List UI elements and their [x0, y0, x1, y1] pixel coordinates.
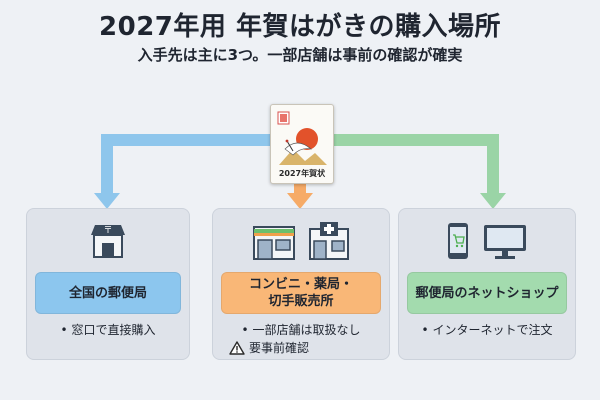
label-shops-line1: コンビニ・薬局・ [248, 277, 353, 292]
label-shops-line2: 切手販売所 [268, 294, 334, 309]
arrow-to-netshop [330, 134, 499, 196]
note-shops: • 一部店舗は取扱なし [241, 323, 361, 337]
svg-text:〒: 〒 [103, 226, 112, 236]
crane-sunrise-icon [277, 111, 327, 165]
smartphone-icon [448, 223, 469, 259]
warning-icon [229, 341, 245, 355]
panel-shops: コンビニ・薬局・ 切手販売所 • 一部店舗は取扱なし 要事前確認 [212, 208, 390, 360]
page-title: 2027年用 年賀はがきの購入場所 [99, 12, 501, 42]
page-subtitle: 入手先は主に3つ。一部店舗は事前の確認が確実 [137, 46, 463, 64]
panel-netshop: 郵便局のネットショップ • インターネットで注文 [398, 208, 576, 360]
note-netshop: • インターネットで注文 [421, 323, 553, 337]
post-office-icon: 〒 [91, 225, 125, 258]
label-shops: コンビニ・薬局・ 切手販売所 [221, 272, 381, 314]
new-year-postcard: 2027年賀状 [270, 104, 334, 184]
convenience-store-icon [253, 226, 296, 260]
desktop-monitor-icon [483, 225, 526, 259]
arrow-to-post-office [101, 134, 272, 196]
pharmacy-icon [308, 222, 349, 260]
postcard-label: 2027年賀状 [278, 169, 326, 178]
arrow-head-netshop [480, 193, 506, 209]
label-netshop: 郵便局のネットショップ [407, 272, 567, 314]
arrow-head-post-office [94, 193, 120, 209]
warning-line: 要事前確認 [229, 339, 309, 357]
label-post-office: 全国の郵便局 [35, 272, 181, 314]
warning-text: 要事前確認 [249, 341, 310, 355]
panel-post-office: 〒 全国の郵便局 • 窓口で直接購入 [26, 208, 190, 360]
arrow-head-shops [287, 193, 313, 209]
note-post-office: • 窓口で直接購入 [60, 323, 156, 337]
